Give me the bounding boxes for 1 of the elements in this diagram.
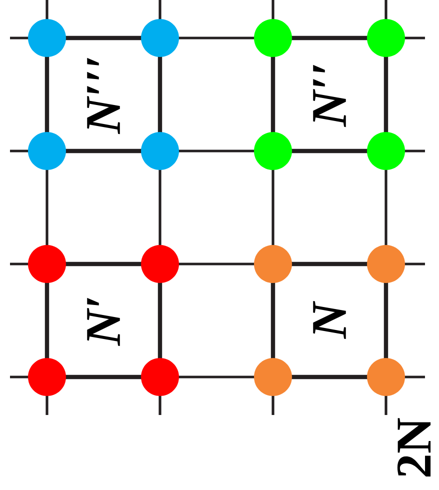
size-label: 2N (397, 418, 431, 476)
